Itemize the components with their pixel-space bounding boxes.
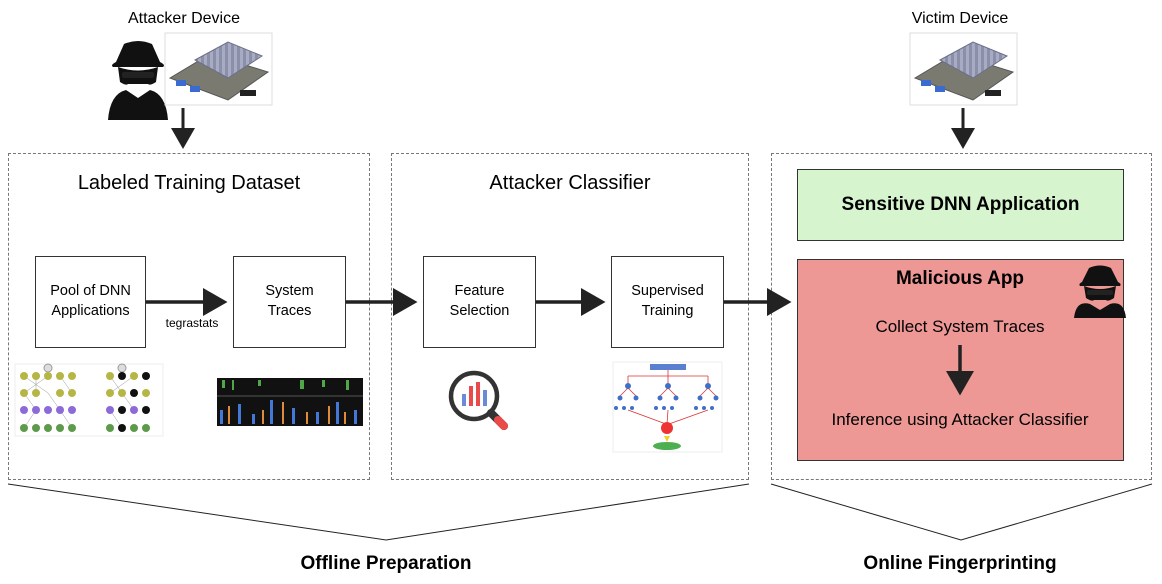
magnifier-chart-icon: [448, 370, 508, 430]
sensitive-dnn-app-label: Sensitive DNN Application: [841, 194, 1080, 215]
inference-label: Inference using Attacker Classifier: [831, 410, 1089, 429]
offline-brace: [7, 483, 750, 541]
training-dataset-title: Labeled Training Dataset: [77, 172, 301, 194]
malicious-app-title: Malicious App: [895, 268, 1025, 289]
board-icon: [164, 32, 273, 106]
trace-bars-icon: [217, 378, 363, 426]
online-panel: [771, 153, 1152, 480]
attacker-classifier-panel: [391, 153, 749, 480]
tegrastats-label: tegrastats: [165, 316, 219, 330]
system-traces-box: System Traces: [233, 256, 346, 348]
decision-tree-icon: [612, 361, 723, 453]
attacker-classifier-title: Attacker Classifier: [489, 172, 651, 194]
attacker-device-label: Attacker Device: [127, 10, 241, 27]
collect-traces-label: Collect System Traces: [875, 317, 1045, 336]
offline-preparation-label: Offline Preparation: [300, 553, 472, 574]
spy-icon: [108, 41, 168, 120]
feature-selection-box: Feature Selection: [423, 256, 536, 348]
online-brace: [770, 483, 1153, 541]
victim-device-label: Victim Device: [911, 10, 1009, 27]
supervised-training-box: Supervised Training: [611, 256, 724, 348]
training-dataset-panel: [8, 153, 370, 480]
board-icon: [909, 32, 1018, 106]
pool-of-dnn-box: Pool of DNN Applications: [35, 256, 146, 348]
online-fingerprinting-label: Online Fingerprinting: [863, 553, 1057, 574]
sensitive-dnn-app-box: Sensitive DNN Application: [797, 169, 1124, 241]
spy-icon: [1074, 265, 1126, 318]
neural-net-icon: [14, 363, 164, 437]
